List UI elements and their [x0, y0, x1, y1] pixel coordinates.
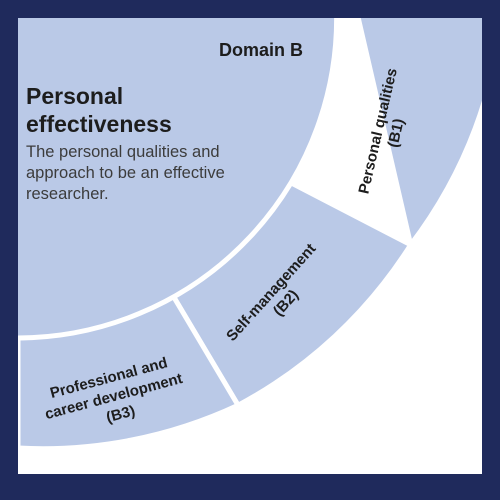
domain-title: Personal effectiveness: [26, 83, 172, 137]
domain-title-line: Personal: [26, 83, 123, 109]
domain-title-line: effectiveness: [26, 111, 172, 137]
segment-b3-line: (B3): [104, 402, 137, 426]
domain-core: [18, 18, 340, 341]
segment-b1-line: (B1): [385, 117, 408, 149]
domain-wheel: Domain B Personal effectiveness The pers…: [18, 18, 482, 452]
domain-label: Domain B: [219, 40, 303, 60]
segment-b1-wedge: [355, 18, 482, 251]
diagram-frame: Domain B Personal effectiveness The pers…: [18, 18, 482, 474]
domain-description: The personal qualities and approach to b…: [26, 143, 229, 203]
domain-description-line: researcher.: [26, 185, 109, 203]
domain-description-line: The personal qualities and: [26, 143, 220, 161]
domain-description-line: approach to be an effective: [26, 164, 225, 182]
